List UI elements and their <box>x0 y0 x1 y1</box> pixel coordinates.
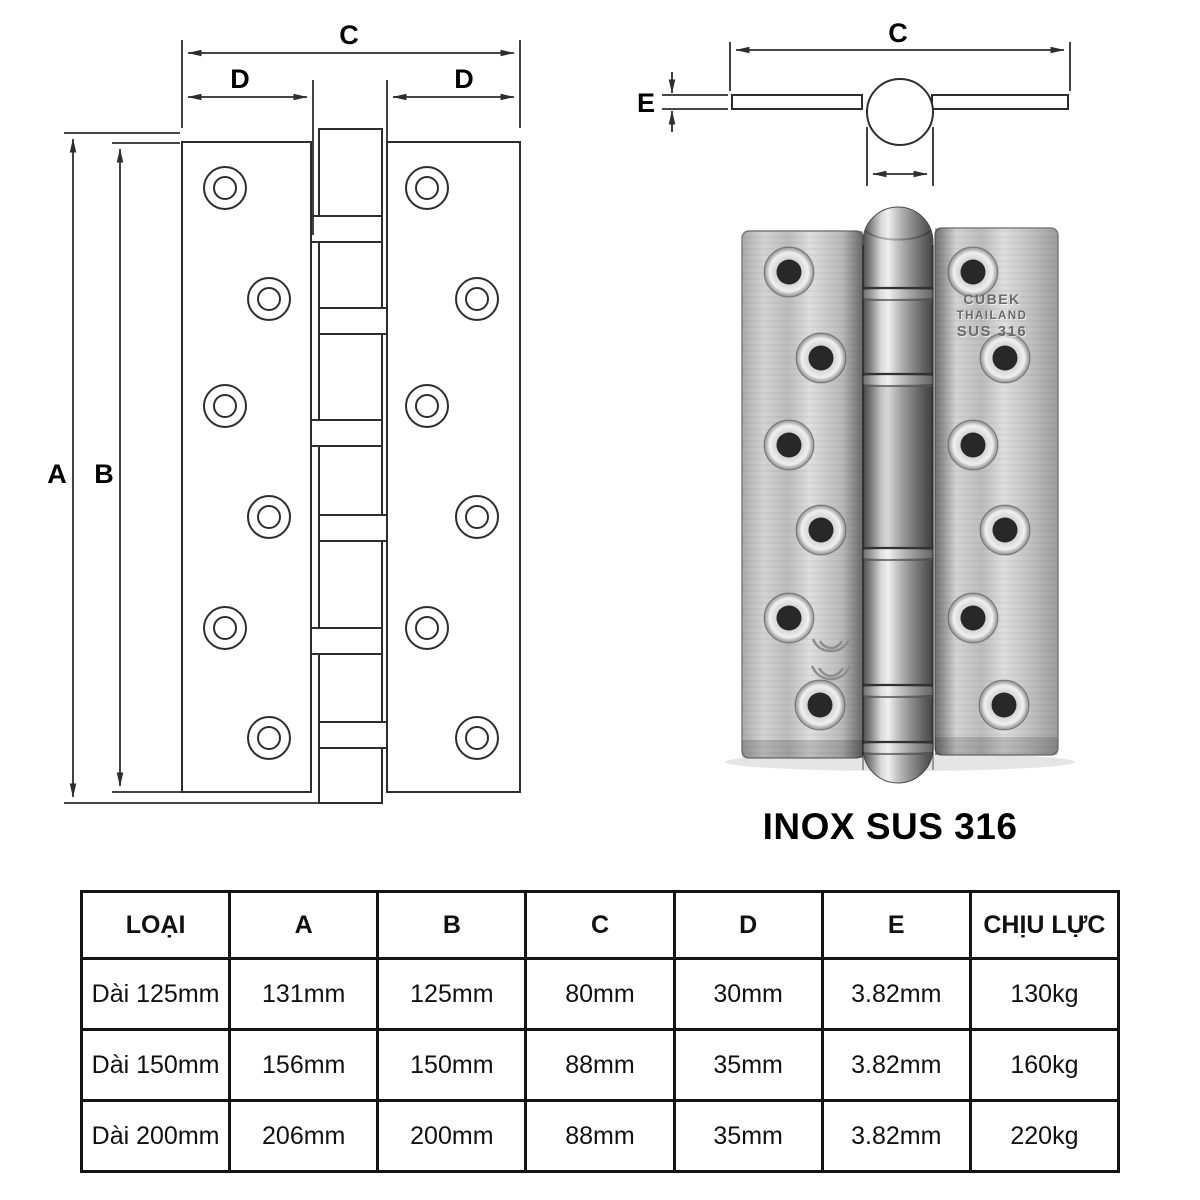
side-barrel-circle <box>866 78 934 146</box>
dim-e: E <box>637 72 728 132</box>
col-header-type: LOẠI <box>79 890 232 960</box>
front-view-drawing: C D D A <box>47 20 521 804</box>
svg-text:CUBEK: CUBEK <box>964 292 1021 308</box>
col-header-b: B <box>376 890 528 960</box>
spec-table: LOẠI A B C D E CHỊU LỰC Dài 125mm 131mm … <box>79 890 1121 1173</box>
dim-label-d-right: D <box>454 64 474 94</box>
cell-b: 150mm <box>376 1028 528 1102</box>
cell-c: 88mm <box>524 1099 676 1173</box>
photo-screw-holes <box>763 246 1031 731</box>
side-view-drawing: C E <box>637 18 1071 186</box>
spec-row-200: Dài 200mm 206mm 200mm 88mm 35mm 3.82mm 2… <box>79 1099 1121 1173</box>
engraving-grade: SUS 316 <box>957 323 1028 340</box>
cell-a: 206mm <box>228 1099 380 1173</box>
col-header-d: D <box>672 890 824 960</box>
dim-b: B <box>94 142 182 793</box>
spec-table-header-row: LOẠI A B C D E CHỊU LỰC <box>79 890 1121 960</box>
hinge-photo: CUBEK CUBEK THAILAND THAILAND SUS 316 SU… <box>725 206 1075 784</box>
cell-d: 35mm <box>672 1028 824 1102</box>
dim-a: A <box>47 132 383 804</box>
cell-d: 35mm <box>672 1099 824 1173</box>
dim-label-b: B <box>94 459 114 489</box>
dim-d-left: D <box>187 64 314 235</box>
hinge-technical-drawing: C D D A <box>47 18 1075 804</box>
cell-load: 130kg <box>968 957 1121 1031</box>
side-right-leaf <box>931 94 1069 110</box>
dim-label-c-front: C <box>339 20 359 50</box>
dim-label-d-left: D <box>230 64 250 94</box>
right-leaf-outline <box>386 141 521 793</box>
col-header-load: CHỊU LỰC <box>968 890 1121 960</box>
spec-row-150: Dài 150mm 156mm 150mm 88mm 35mm 3.82mm 1… <box>79 1028 1121 1102</box>
cell-c: 88mm <box>524 1028 676 1102</box>
photo-barrel <box>862 206 934 784</box>
cell-type: Dài 150mm <box>79 1028 232 1102</box>
svg-text:SUS 316: SUS 316 <box>958 324 1029 341</box>
left-leaf-outline <box>181 141 312 793</box>
side-left-leaf <box>731 94 863 110</box>
engraved-brand-text: CUBEK CUBEK THAILAND THAILAND SUS 316 SU… <box>957 291 1029 341</box>
cell-e: 3.82mm <box>820 1099 972 1173</box>
engraving-brand: CUBEK <box>963 291 1020 307</box>
dim-barrel-diameter <box>866 127 934 186</box>
screw-holes-drawing <box>203 166 499 760</box>
col-header-a: A <box>228 890 380 960</box>
dim-label-a: A <box>47 459 67 489</box>
dim-label-e: E <box>637 88 655 118</box>
cell-d: 30mm <box>672 957 824 1031</box>
engraving-origin: THAILAND <box>957 310 1028 322</box>
cell-a: 131mm <box>228 957 380 1031</box>
col-header-e: E <box>820 890 972 960</box>
dim-c-front: C <box>181 20 521 128</box>
spec-row-125: Dài 125mm 131mm 125mm 80mm 30mm 3.82mm 1… <box>79 957 1121 1031</box>
cell-type: Dài 200mm <box>79 1099 232 1173</box>
cell-type: Dài 125mm <box>79 957 232 1031</box>
col-header-c: C <box>524 890 676 960</box>
barrel-grooves <box>863 286 933 755</box>
cell-c: 80mm <box>524 957 676 1031</box>
stamp-marks <box>810 638 852 681</box>
dim-d-right: D <box>386 64 515 210</box>
cell-load: 220kg <box>968 1099 1121 1173</box>
svg-text:THAILAND: THAILAND <box>958 311 1029 323</box>
material-caption: INOX SUS 316 <box>762 806 1018 847</box>
cell-a: 156mm <box>228 1028 380 1102</box>
cell-b: 200mm <box>376 1099 528 1173</box>
cell-e: 3.82mm <box>820 957 972 1031</box>
cell-load: 160kg <box>968 1028 1121 1102</box>
knuckle-joints <box>310 215 388 749</box>
cell-b: 125mm <box>376 957 528 1031</box>
dim-c-side: C <box>729 18 1071 91</box>
cell-e: 3.82mm <box>820 1028 972 1102</box>
dim-label-c-side: C <box>888 18 908 48</box>
